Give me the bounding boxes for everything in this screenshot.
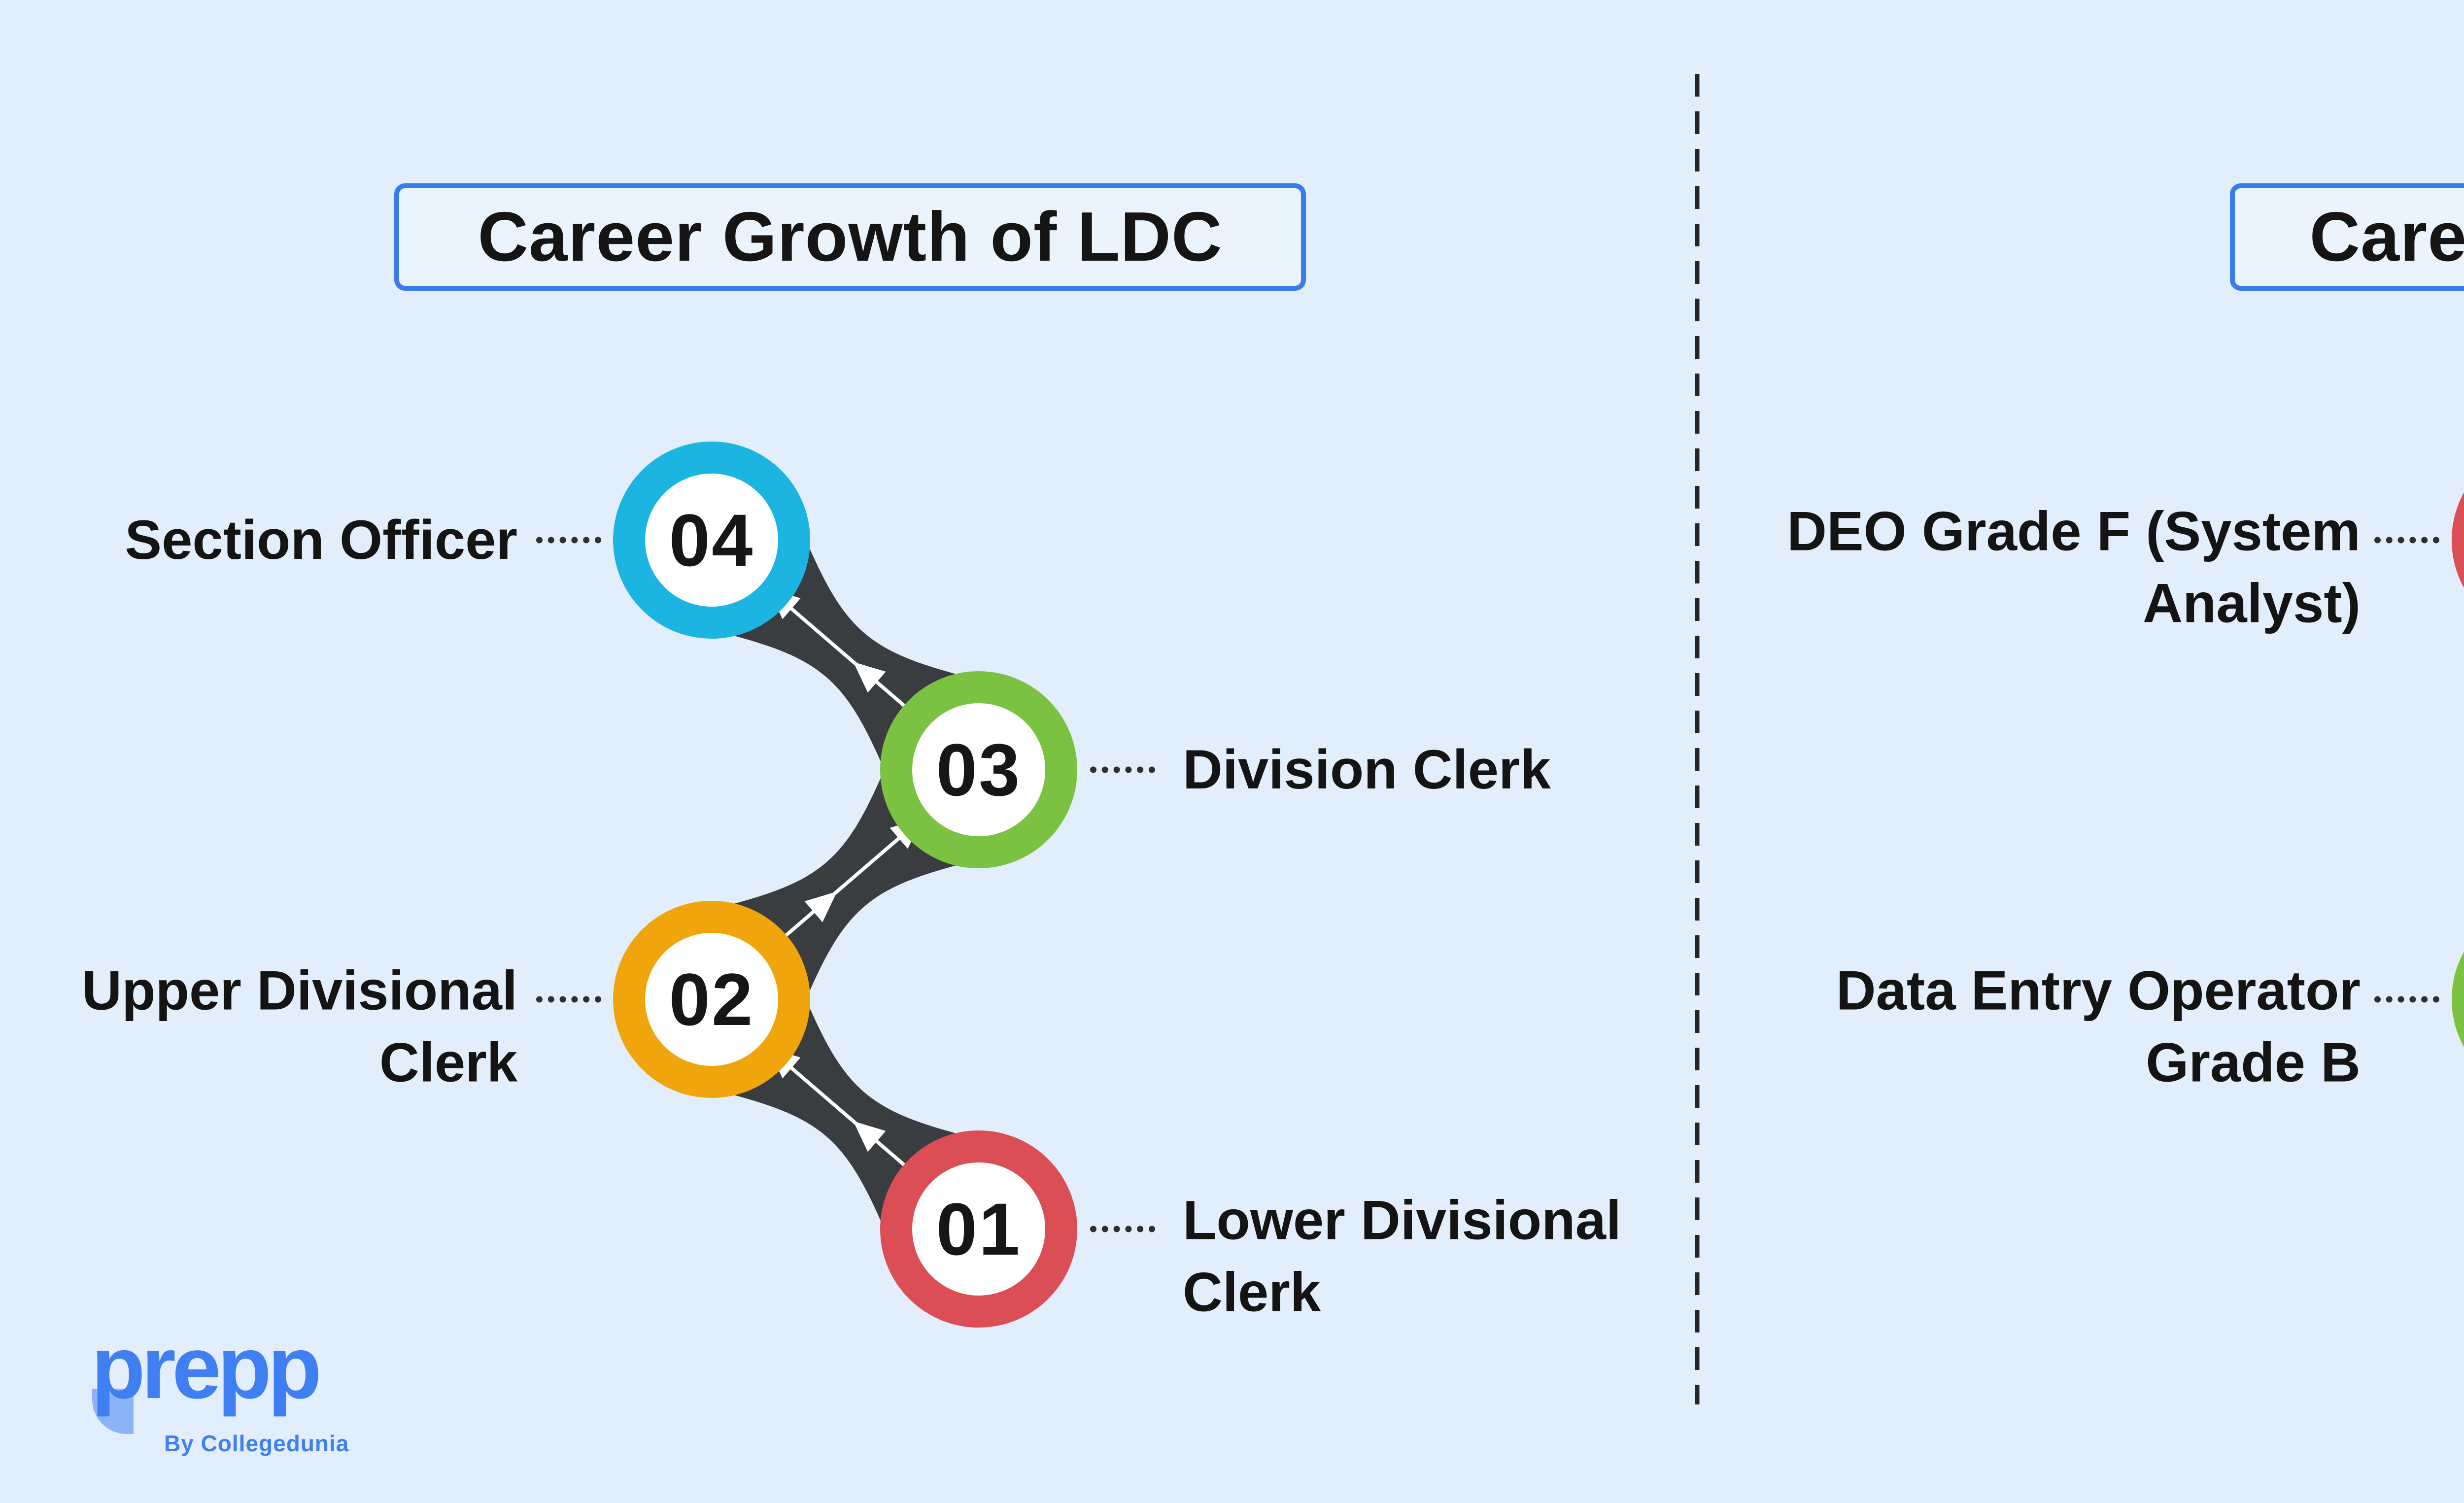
ldc-title: Career Growth of LDC	[478, 198, 1223, 276]
dotted-connector	[536, 996, 601, 1003]
ldc-step-01-label: Lower Divisional Clerk	[1183, 1189, 1621, 1323]
logo-wordmark: prepp	[91, 1318, 322, 1417]
step-number: 01	[936, 1187, 1022, 1270]
ldc-step-02-label: Upper Divisional Clerk	[82, 959, 517, 1093]
ldc-step-03-label: Division Clerk	[1183, 739, 1551, 801]
deo-title: Career Growth of DEO	[2309, 198, 2464, 276]
ldc-title-box: Career Growth of LDC	[394, 183, 1306, 291]
step-number: 03	[936, 728, 1022, 811]
deo-step-04-label: DEO Grade F (System Analyst)	[1787, 500, 2361, 634]
ldc-step-04-label: Section Officer	[125, 509, 517, 571]
deo-step-02-label: Data Entry Operator Grade B	[1836, 959, 2361, 1093]
dotted-connector	[2374, 996, 2439, 1003]
prepp-logo: prepp By Collegedunia	[91, 1318, 348, 1457]
logo-tagline: By Collegedunia	[164, 1431, 349, 1456]
ldc-step-03-circle: 03	[880, 671, 1077, 868]
dotted-connector	[536, 537, 601, 544]
dotted-connector	[1090, 766, 1155, 773]
deo-title-box: Career Growth of DEO	[2230, 183, 2464, 291]
ldc-step-02-circle: 02	[613, 901, 810, 1098]
dotted-connector	[1090, 1226, 1155, 1232]
ldc-step-04-circle: 04	[613, 442, 810, 639]
ldc-step-01-circle: 01	[880, 1130, 1077, 1328]
step-number: 04	[669, 498, 754, 581]
dotted-connector	[2374, 537, 2439, 544]
step-number: 02	[669, 957, 754, 1041]
